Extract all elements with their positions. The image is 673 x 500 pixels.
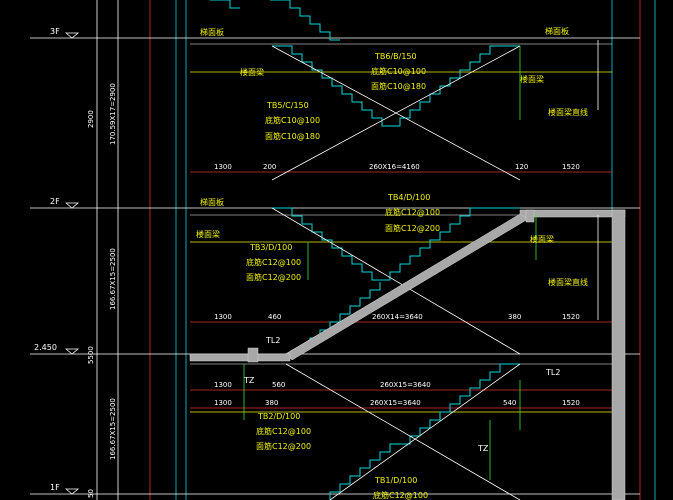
label-tl2-a: TL2 xyxy=(266,336,281,345)
tb6-bot: 面筋C10@180 xyxy=(371,82,427,91)
dim-r4-b: 380 xyxy=(265,399,279,407)
label-beam-b: 楼面梁 xyxy=(520,75,544,84)
tb5-bot: 面筋C10@180 xyxy=(265,132,321,141)
label-tz-b: TZ xyxy=(478,444,489,453)
level-3f: 3F xyxy=(50,27,60,36)
dim-r3-c: 260X15=3640 xyxy=(380,381,431,389)
level-1f: 1F xyxy=(50,483,60,492)
tb3-bot: 面筋C12@200 xyxy=(246,273,302,282)
beam-lines xyxy=(243,40,599,480)
tb6-top: 底筋C10@100 xyxy=(371,67,427,76)
dim-r2-d: 380 xyxy=(508,313,522,321)
label-tz-a: TZ xyxy=(244,376,255,385)
label-beam-c: 楼面梁 xyxy=(196,230,220,239)
tb1-name: TB1/D/100 xyxy=(375,476,418,485)
dim-r4-a: 1300 xyxy=(214,399,232,407)
label-tl2-b: TL2 xyxy=(546,368,561,377)
label-beam-a: 楼面梁 xyxy=(240,68,264,77)
dim-r1-c: 260X16=4160 xyxy=(369,163,420,171)
floor-level-lines xyxy=(30,37,640,495)
dim-r2-a: 1300 xyxy=(214,313,232,321)
left-dimension-lines xyxy=(96,0,656,500)
dim-r1-e: 1520 xyxy=(562,163,580,171)
left-dim-upper: 170.59X17=2900 xyxy=(109,83,117,145)
dim-r1-d: 120 xyxy=(515,163,529,171)
tb2-name: TB2/D/100 xyxy=(258,412,301,421)
dim-r1-a: 1300 xyxy=(214,163,232,171)
dim-r3-a: 1300 xyxy=(214,381,232,389)
label-tread-slab-2: 梯面板 xyxy=(545,27,569,36)
left-dim-lower: 166.67X15=2500 xyxy=(109,398,117,460)
level-2450: 2.450 xyxy=(34,343,57,352)
landing-slabs xyxy=(189,209,626,500)
label-tread-slab-1: 梯面板 xyxy=(200,28,224,37)
tb2-bot: 面筋C12@200 xyxy=(256,442,312,451)
level-markers xyxy=(64,32,80,495)
dimension-lines xyxy=(190,171,612,409)
stair-flights xyxy=(210,0,520,500)
label-beam-line-a: 楼面梁直线 xyxy=(548,108,588,117)
tb1-top: 底筋C12@100 xyxy=(373,491,429,500)
tb6-name: TB6/B/150 xyxy=(375,52,417,61)
level-2f: 2F xyxy=(50,197,60,206)
tb4-bot: 面筋C12@200 xyxy=(385,224,441,233)
dim-r1-b: 200 xyxy=(263,163,277,171)
left-dim-upper-total: 2900 xyxy=(87,110,95,128)
tb3-top: 底筋C12@100 xyxy=(246,258,302,267)
tb2-top: 底筋C12@100 xyxy=(256,427,312,436)
tb5-name: TB5/C/150 xyxy=(267,101,309,110)
left-dim-lower-total: 50 xyxy=(87,489,95,498)
dim-r4-e: 1520 xyxy=(562,399,580,407)
left-dim-middle: 166.67X15=2500 xyxy=(109,248,117,310)
label-tread-slab-3: 梯面板 xyxy=(200,198,224,207)
tb4-name: TB4/D/100 xyxy=(388,193,431,202)
dim-r3-b: 560 xyxy=(272,381,286,389)
tb3-name: TB3/D/100 xyxy=(250,243,293,252)
label-beam-line-b: 楼面梁直线 xyxy=(548,278,588,287)
dim-r2-e: 1520 xyxy=(562,313,580,321)
dim-r2-b: 460 xyxy=(268,313,282,321)
dim-r4-d: 540 xyxy=(503,399,517,407)
dim-r2-c: 260X14=3640 xyxy=(372,313,423,321)
dim-r4-c: 260X15=3640 xyxy=(370,399,421,407)
slab-edge-lines xyxy=(190,71,612,413)
tb5-top: 底筋C10@100 xyxy=(265,116,321,125)
tb4-top: 底筋C12@100 xyxy=(385,208,441,217)
left-dim-middle-total: 5500 xyxy=(87,346,95,364)
label-beam-d: 楼面梁 xyxy=(530,235,554,244)
